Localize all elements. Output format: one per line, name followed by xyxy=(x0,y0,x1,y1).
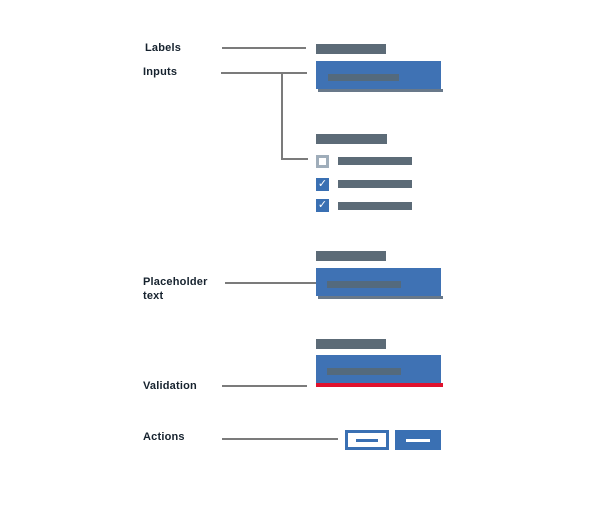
input-value-bar xyxy=(328,74,399,81)
button-label-bar xyxy=(406,438,430,442)
callout-inputs: Inputs xyxy=(143,66,178,78)
connector-labels-line xyxy=(222,47,306,49)
callout-validation: Validation xyxy=(143,380,197,392)
checkbox-option-label-bar xyxy=(338,157,412,165)
connector-inputs-line xyxy=(221,72,307,74)
primary-button[interactable] xyxy=(395,430,441,450)
connector-validation-line xyxy=(222,385,307,387)
checkbox-checked[interactable]: ✓ xyxy=(316,199,329,212)
connector-actions-line xyxy=(222,438,338,440)
checkmark-icon: ✓ xyxy=(317,178,328,190)
text-input[interactable] xyxy=(316,61,441,89)
callout-labels: Labels xyxy=(145,42,182,54)
connector-placeholder-line xyxy=(225,282,326,284)
checkbox-group-label-bar xyxy=(316,134,387,144)
field-label-bar xyxy=(316,44,386,54)
field-label-bar xyxy=(316,339,386,349)
button-label-bar xyxy=(356,438,378,442)
checkmark-icon: ✓ xyxy=(317,199,328,211)
input-bottom-border xyxy=(318,296,443,299)
placeholder-text-bar xyxy=(327,281,401,288)
connector-inputs-branch-vertical xyxy=(281,72,283,160)
secondary-button[interactable] xyxy=(345,430,389,450)
text-input-placeholder[interactable] xyxy=(316,268,441,296)
callout-actions: Actions xyxy=(143,431,185,443)
input-value-bar xyxy=(327,368,401,375)
text-input-error[interactable] xyxy=(316,355,441,383)
checkbox-option-label-bar xyxy=(338,180,412,188)
field-label-bar xyxy=(316,251,386,261)
checkbox-checked[interactable]: ✓ xyxy=(316,178,329,191)
callout-placeholder-text: Placeholder text xyxy=(143,276,208,302)
checkbox-unchecked[interactable] xyxy=(316,155,329,168)
checkbox-option-label-bar xyxy=(338,202,412,210)
input-bottom-border xyxy=(318,89,443,92)
checkbox-inner-square xyxy=(319,158,326,165)
validation-error-underline xyxy=(316,383,443,387)
connector-inputs-branch-elbow xyxy=(281,158,308,160)
